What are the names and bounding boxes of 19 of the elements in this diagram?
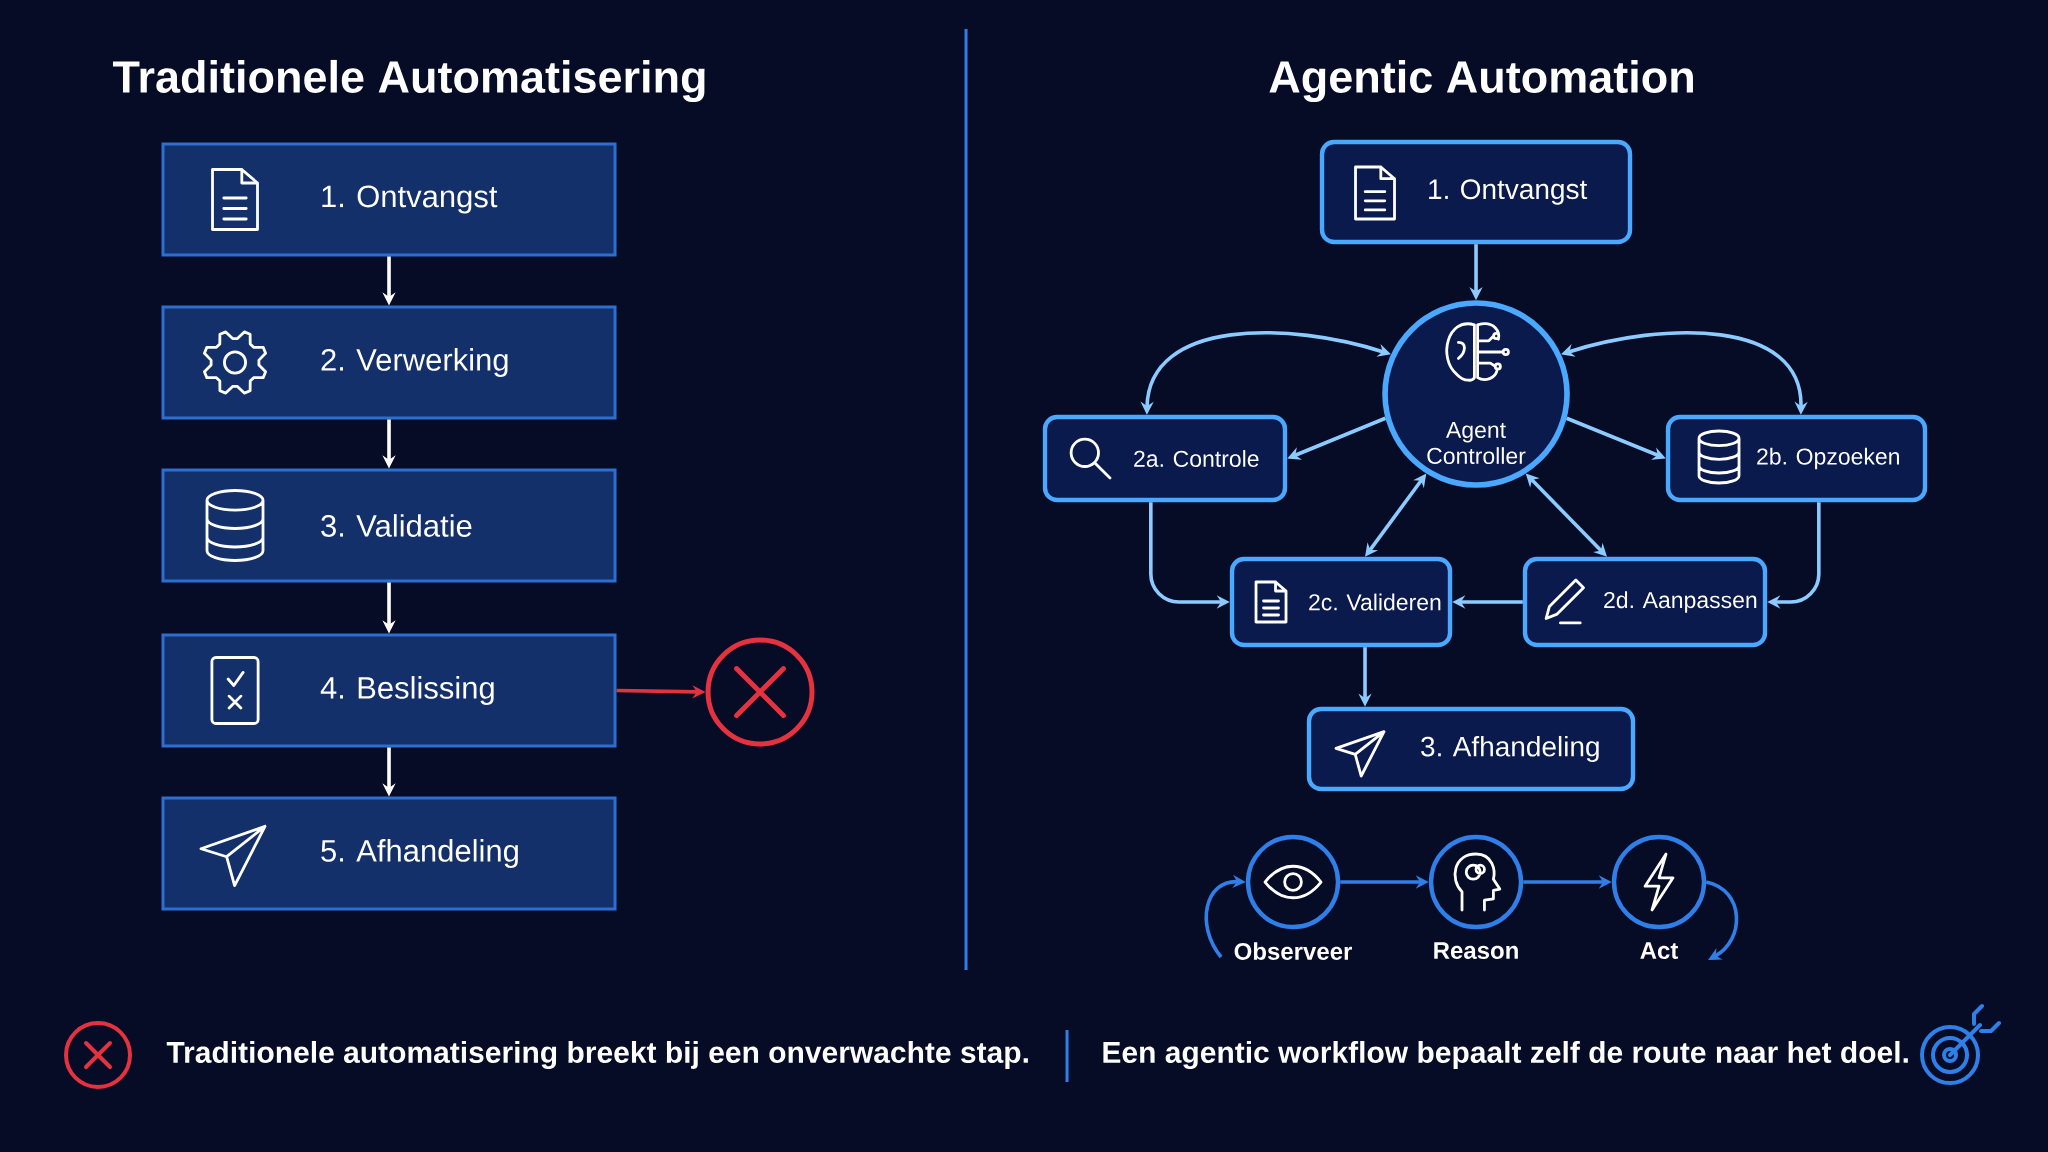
process-box: 1. Ontvangst [161,142,617,257]
arrow [1705,880,1739,960]
process-box: 3. Validatie [161,468,617,583]
node-label: Act [1640,942,1679,960]
process-box: 5. Afhandeling [161,796,617,911]
process-box: 2b. Opzoeken [1665,414,1928,503]
node-label: Observeer [1234,942,1353,960]
process-box: 4. Beslissing [161,633,617,748]
process-box: 3. Afhandeling [1306,706,1636,792]
process-box: 2c. Valideren [1229,556,1453,648]
footer-note: Een agentic workflow bepaalt zelf de route naar het doel. [1103,1040,1908,1070]
error-circle [705,637,815,747]
footer-note: Traditionele automatisering breekt bij een onverwachte stap. [166,1040,1028,1070]
node-label: Reason [1434,942,1518,960]
process-box: 1. Ontvangst [1319,139,1633,245]
process-box: 2d. Aanpassen [1522,556,1768,648]
heading: Traditionele Automatisering [112,59,705,103]
process-box: 2. Verwerking [161,305,617,420]
process-box: 2a. Controle [1042,414,1288,503]
